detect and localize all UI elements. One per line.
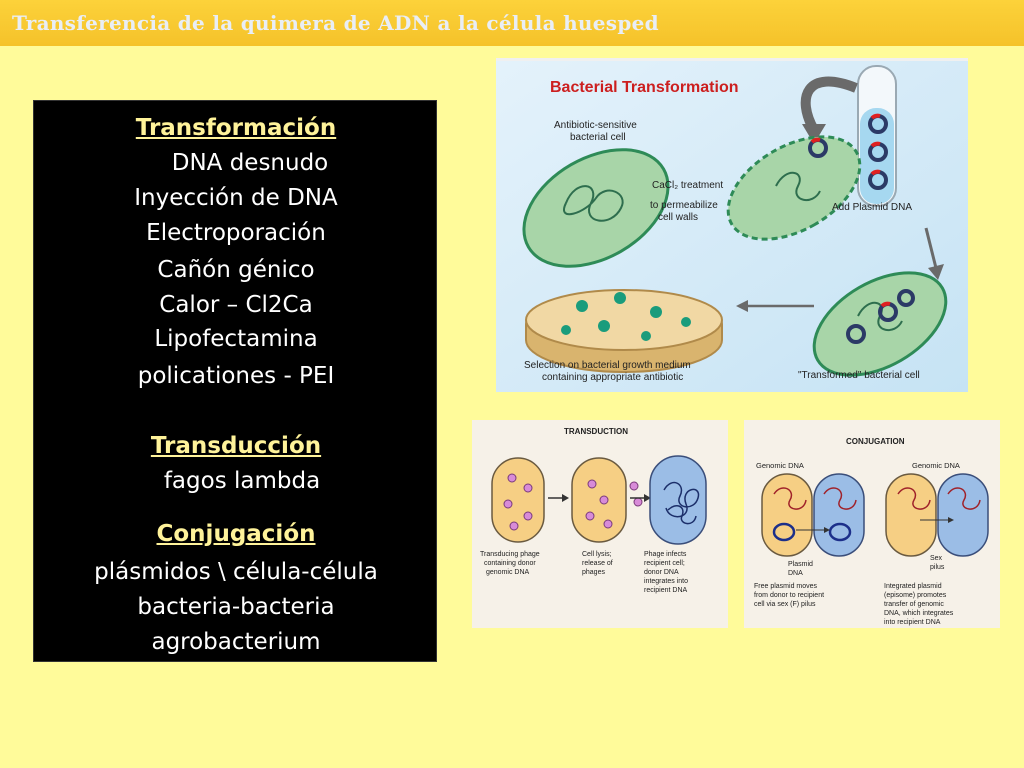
figure-caption: release of <box>582 560 613 567</box>
figure-label: Selection on bacterial growth medium <box>524 360 691 371</box>
figure-label: to permeabilize <box>650 200 718 211</box>
figure-label: Antibiotic-sensitive <box>554 120 637 131</box>
transformed-cell-icon <box>812 271 948 377</box>
methods-panel: Transformación DNA desnudo Inyección de … <box>33 100 437 662</box>
figure-caption: genomic DNA <box>486 569 530 576</box>
bacterial-cell-icon <box>726 135 862 241</box>
figure-caption: containing donor <box>484 560 536 567</box>
figure-caption: Cell lysis; <box>582 551 612 558</box>
method-item: fagos lambda <box>163 468 321 494</box>
figure-caption: from donor to recipient <box>754 592 824 599</box>
left-arrow-icon <box>736 300 748 312</box>
transduction-figure: TRANSDUCTION Transducing phage containin… <box>472 420 728 628</box>
figure-caption: into recipient DNA <box>884 619 941 626</box>
bacterial-transformation-figure: Bacterial Transformation Antibiotic-sens… <box>496 58 968 392</box>
arrow-icon <box>562 494 569 502</box>
figure-label: bacterial cell <box>570 132 626 143</box>
figure-caption: Integrated plasmid <box>884 583 942 590</box>
slide-title: Transferencia de la quimera de ADN a la … <box>12 11 659 35</box>
figure-label: pilus <box>930 564 945 571</box>
phage-icon <box>585 479 643 529</box>
figure-caption: Free plasmid moves <box>754 583 818 590</box>
method-item: Inyección de DNA <box>134 185 338 211</box>
method-item: plásmidos \ célula-célula <box>94 559 378 585</box>
phage-icon <box>503 473 533 531</box>
figure-caption: transfer of genomic <box>884 601 944 608</box>
figure-label: containing appropriate antibiotic <box>542 372 683 383</box>
figure-label: Plasmid <box>788 561 813 568</box>
figure-label: Genomic DNA <box>756 461 804 470</box>
figure-caption: DNA, which integrates <box>884 610 954 617</box>
recipient-cell-icon <box>937 473 989 557</box>
figure-label: Sex <box>930 555 943 562</box>
conjugation-heading: Conjugación <box>156 521 316 547</box>
method-item: bacteria-bacteria <box>137 594 335 620</box>
figure-label: Genomic DNA <box>912 461 960 470</box>
method-item: Lipofectamina <box>154 326 318 352</box>
host-cell-icon <box>491 457 545 543</box>
method-item: policationes - PEI <box>137 363 335 389</box>
figure-caption: Phage infects <box>644 551 687 558</box>
figure-caption: (episome) promotes <box>884 592 947 599</box>
method-item: DNA desnudo <box>171 150 329 176</box>
figure-caption: phages <box>582 569 605 576</box>
plasmid-icon <box>828 522 852 542</box>
donor-cell-icon <box>761 473 813 557</box>
figure-caption: cell via sex (F) pilus <box>754 601 816 608</box>
figure-title: Bacterial Transformation <box>550 79 739 96</box>
recipient-cell-icon <box>813 473 865 557</box>
bacterial-cell-icon <box>522 148 670 268</box>
figure-title: CONJUGATION <box>846 437 905 446</box>
method-item: Calor – Cl2Ca <box>159 292 313 318</box>
method-item: Electroporación <box>146 220 326 246</box>
conjugation-figure: CONJUGATION Genomic DNA Genomic DNA Plas… <box>744 420 1000 628</box>
down-arrow-icon <box>928 264 944 280</box>
figure-caption: recipient cell; <box>644 560 685 567</box>
plasmid-icon <box>772 522 796 542</box>
method-item: agrobacterium <box>151 629 321 655</box>
title-bar: Transferencia de la quimera de ADN a la … <box>0 0 1024 46</box>
lysed-cell-icon <box>571 457 627 543</box>
figure-title: TRANSDUCTION <box>564 427 628 436</box>
transduction-heading: Transducción <box>150 433 322 459</box>
figure-label: "Transformed" bacterial cell <box>798 370 920 381</box>
figure-caption: donor DNA <box>644 569 679 576</box>
figure-caption: recipient DNA <box>644 587 688 594</box>
petri-dish-icon <box>525 289 723 373</box>
plasmid-icon <box>868 113 888 190</box>
curved-arrow-icon <box>802 124 826 144</box>
figure-label: DNA <box>788 570 803 577</box>
transformation-heading: Transformación <box>135 115 337 141</box>
figure-label: Add Plasmid DNA <box>832 202 912 213</box>
figure-label: CaCl₂ treatment <box>652 180 723 191</box>
method-item: Cañón génico <box>157 257 315 283</box>
figure-caption: integrates into <box>644 578 688 585</box>
donor-cell-icon <box>885 473 937 557</box>
arrow-icon <box>644 494 651 502</box>
figure-label: cell walls <box>658 212 698 223</box>
figure-caption: Transducing phage <box>480 551 540 558</box>
